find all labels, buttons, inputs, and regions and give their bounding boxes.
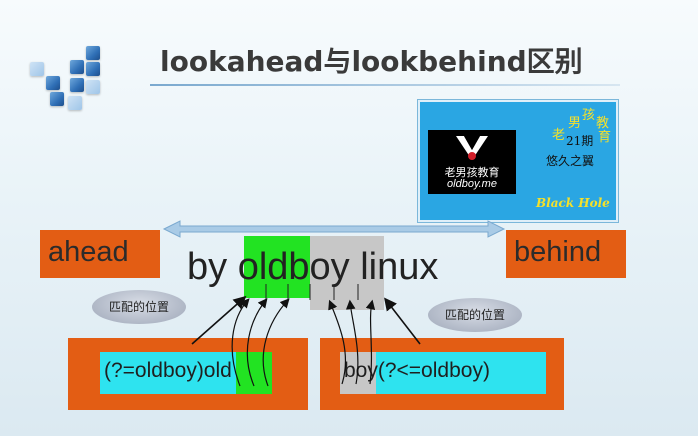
slide-title: lookahead与lookbehind区别 bbox=[160, 45, 583, 78]
direction-double-arrow bbox=[162, 220, 506, 238]
sample-string: by oldboy linux bbox=[187, 246, 439, 288]
brand-logo: 老男孩教育 oldboy.me bbox=[428, 130, 516, 194]
logo-char-hai: 孩 bbox=[582, 108, 596, 123]
logo-panel: 老男孩教育 oldboy.me 老 男 孩 教 育 21期 悠久之翼 Black… bbox=[418, 100, 618, 222]
position-dividers bbox=[265, 284, 359, 300]
lookahead-box: (?=oldboy)old bbox=[68, 338, 308, 410]
match-position-bubble-right: 匹配的位置 bbox=[428, 298, 522, 332]
lookahead-old-highlight bbox=[236, 352, 272, 394]
match-position-arrows bbox=[191, 295, 421, 345]
lookahead-regex: (?=oldboy)old bbox=[104, 359, 232, 382]
logo-char-nan: 男 bbox=[568, 116, 582, 131]
boy-highlight bbox=[310, 236, 384, 310]
black-hole-tag: Black Hole bbox=[536, 196, 610, 210]
class-label: 21期 bbox=[566, 134, 594, 148]
logo-char-yu: 育 bbox=[598, 130, 612, 145]
brand-site: oldboy.me bbox=[447, 178, 497, 190]
old-highlight bbox=[244, 236, 310, 298]
lookbehind-box: boy(?<=oldboy) bbox=[320, 338, 564, 410]
ahead-label: ahead bbox=[48, 236, 129, 268]
slogan: 悠久之翼 bbox=[546, 154, 595, 168]
behind-label: behind bbox=[514, 236, 602, 268]
brand-name-cn: 老男孩教育 bbox=[444, 166, 500, 179]
logo-char-lao: 老 bbox=[552, 128, 566, 143]
character-arrows bbox=[231, 298, 376, 387]
behind-label-box: behind bbox=[506, 230, 626, 278]
title-underline bbox=[150, 84, 620, 86]
ahead-label-box: ahead bbox=[40, 230, 160, 278]
match-position-bubble-left: 匹配的位置 bbox=[92, 290, 186, 324]
logo-char-jiao: 教 bbox=[596, 116, 610, 131]
lookbehind-regex: boy(?<=oldboy) bbox=[344, 359, 490, 382]
v-logo-icon bbox=[456, 136, 488, 160]
